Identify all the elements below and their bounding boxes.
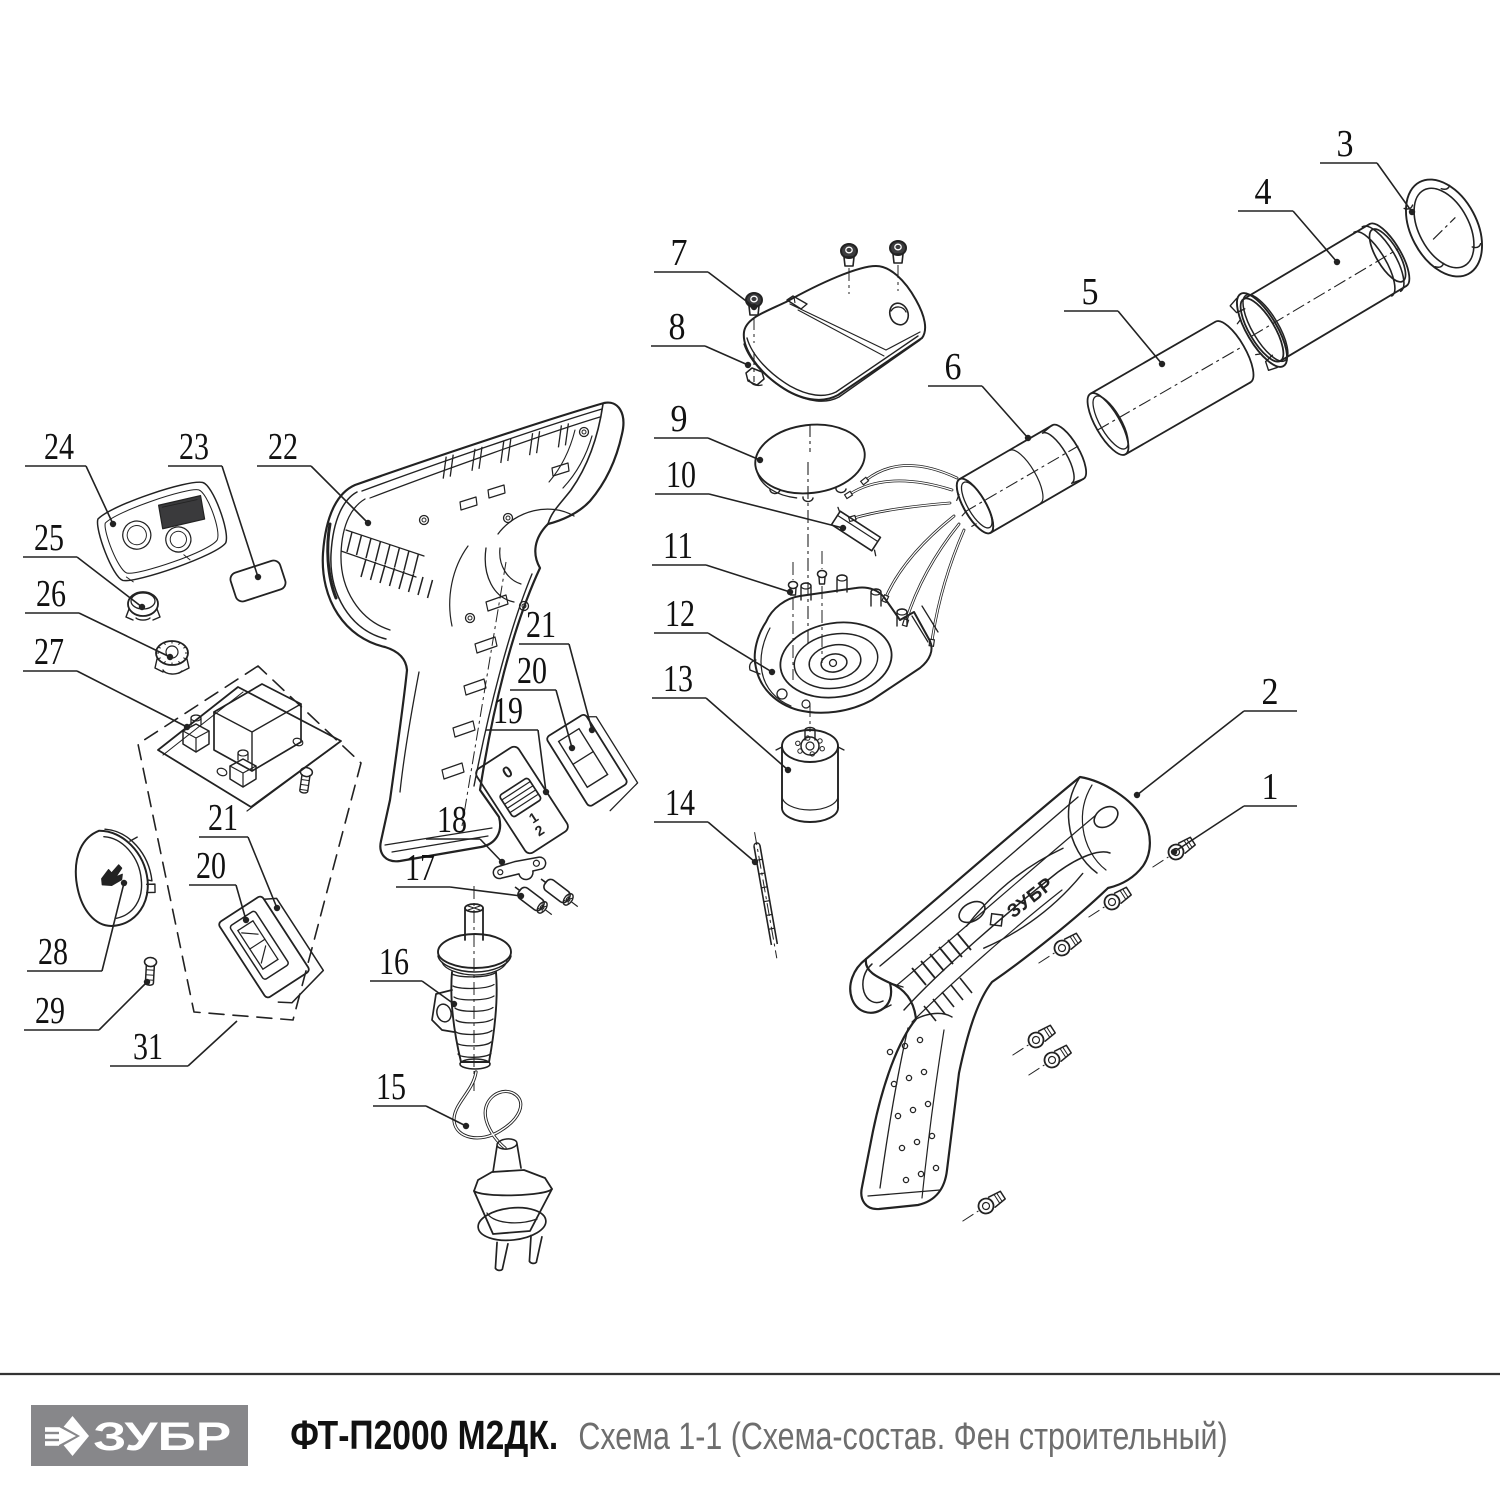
svg-text:29: 29 xyxy=(35,990,65,1032)
svg-text:5: 5 xyxy=(1082,271,1099,313)
svg-text:13: 13 xyxy=(663,658,693,700)
svg-text:31: 31 xyxy=(133,1026,163,1068)
svg-text:14: 14 xyxy=(665,782,695,824)
svg-text:16: 16 xyxy=(379,941,409,983)
svg-text:25: 25 xyxy=(34,517,64,559)
svg-text:21: 21 xyxy=(208,797,238,839)
svg-text:Схема 1-1 (Схема-состав. Фен с: Схема 1-1 (Схема-состав. Фен строительны… xyxy=(578,1416,1227,1458)
svg-text:4: 4 xyxy=(1255,171,1272,213)
svg-text:8: 8 xyxy=(669,306,686,348)
svg-text:20: 20 xyxy=(517,650,547,692)
svg-text:23: 23 xyxy=(179,426,209,468)
svg-text:12: 12 xyxy=(665,593,695,635)
svg-text:27: 27 xyxy=(34,631,64,673)
svg-text:2: 2 xyxy=(1262,671,1279,713)
svg-text:21: 21 xyxy=(526,604,556,646)
svg-text:24: 24 xyxy=(44,426,74,468)
svg-text:19: 19 xyxy=(493,690,523,732)
svg-text:ФТ-П2000 М2ДК.: ФТ-П2000 М2ДК. xyxy=(290,1412,558,1458)
svg-text:15: 15 xyxy=(376,1066,406,1108)
svg-text:20: 20 xyxy=(196,845,226,887)
svg-text:3: 3 xyxy=(1337,123,1354,165)
svg-text:26: 26 xyxy=(36,573,66,615)
svg-text:10: 10 xyxy=(666,454,696,496)
svg-text:ЗУБР: ЗУБР xyxy=(93,1413,231,1458)
svg-text:18: 18 xyxy=(437,799,467,841)
svg-text:17: 17 xyxy=(405,847,435,889)
svg-text:22: 22 xyxy=(268,426,298,468)
svg-text:11: 11 xyxy=(663,525,693,567)
svg-text:28: 28 xyxy=(38,931,68,973)
svg-text:7: 7 xyxy=(671,232,688,274)
svg-text:6: 6 xyxy=(945,346,962,388)
svg-text:9: 9 xyxy=(671,398,688,440)
svg-text:1: 1 xyxy=(1262,766,1279,808)
